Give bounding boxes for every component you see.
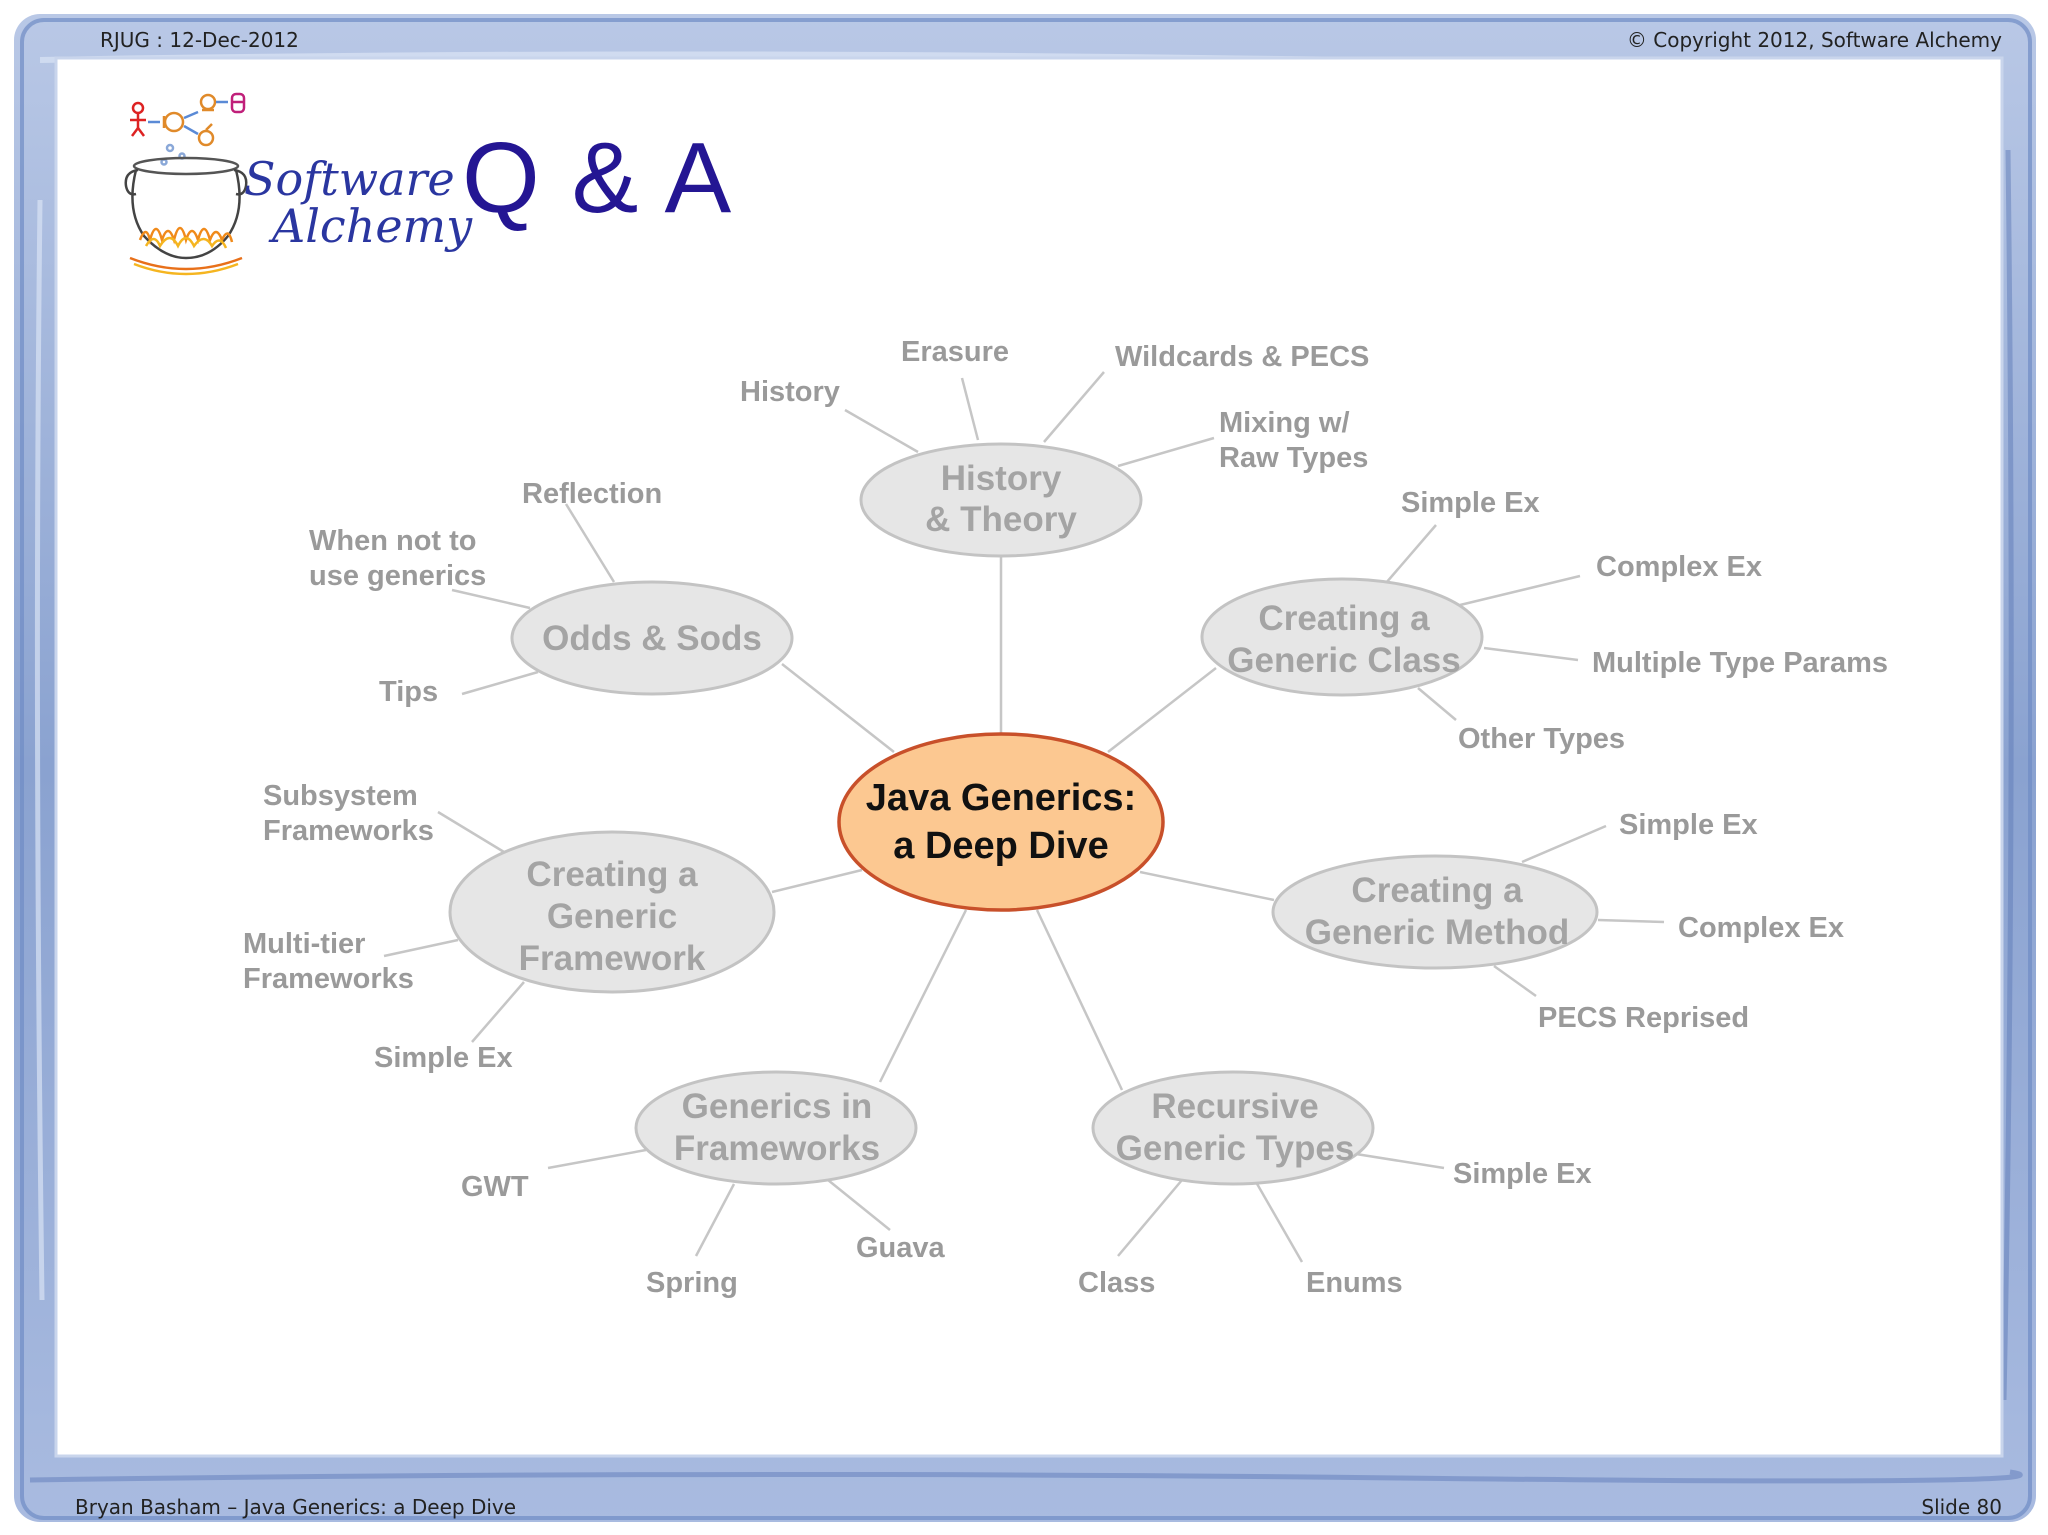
center-label-line1: Java Generics:: [866, 777, 1136, 819]
mind-map-hubs: [448, 442, 1599, 1186]
hub-odds-sods: [510, 580, 794, 696]
hub-creating-generic-framework: [448, 830, 776, 994]
header-copyright: © Copyright 2012, Software Alchemy: [1626, 28, 2002, 52]
hub-label-history-2: & Theory: [925, 500, 1077, 539]
center-node: [837, 732, 1165, 912]
leaf-subsystem-frameworks-2: Frameworks: [263, 815, 434, 847]
hub-label-frameworks-1: Generics in: [682, 1087, 873, 1126]
center-node-label: Java Generics: a Deep Dive: [866, 777, 1136, 867]
leaf-wildcards-pecs: Wildcards & PECS: [1115, 341, 1369, 373]
leaf-mixing-raw-1: Mixing w/: [1219, 407, 1350, 439]
hub-creating-generic-class: [1200, 577, 1484, 697]
header-event-date: RJUG : 12-Dec-2012: [100, 28, 299, 52]
leaf-method-pecs-reprised: PECS Reprised: [1538, 1002, 1749, 1034]
leaf-mixing-raw-2: Raw Types: [1219, 442, 1368, 474]
hub-history-theory: [859, 442, 1143, 558]
leaf-multi-tier-frameworks-1: Multi-tier: [243, 928, 365, 960]
hub-label-frameworks-2: Frameworks: [674, 1129, 880, 1168]
hub-label-framework-3: Framework: [519, 939, 706, 978]
leaf-frameworks-gwt: GWT: [461, 1171, 529, 1203]
center-label-line2: a Deep Dive: [893, 825, 1108, 867]
hub-label-method-2: Generic Method: [1305, 913, 1569, 952]
hub-recursive-generic-types: [1091, 1070, 1375, 1186]
leaf-class-other-types: Other Types: [1458, 723, 1625, 755]
leaf-when-not-to-use-2: use generics: [309, 560, 486, 592]
hub-labels: History & Theory Creating a Generic Clas…: [519, 459, 1570, 1168]
leaf-class-simple-ex: Simple Ex: [1401, 487, 1540, 519]
footer-slide-number: Slide 80: [1921, 1495, 2002, 1519]
hub-label-recursive-2: Generic Types: [1116, 1129, 1355, 1168]
leaf-method-simple-ex: Simple Ex: [1619, 809, 1758, 841]
hub-creating-generic-method: [1271, 854, 1599, 970]
hub-label-odds: Odds & Sods: [542, 619, 762, 658]
hub-label-method-1: Creating a: [1351, 871, 1523, 910]
hub-label-history-1: History: [941, 459, 1062, 498]
hub-generics-in-frameworks: [634, 1070, 918, 1186]
leaf-recursive-simple-ex: Simple Ex: [1453, 1158, 1592, 1190]
leaf-frameworks-spring: Spring: [646, 1267, 738, 1299]
hub-label-recursive-1: Recursive: [1151, 1087, 1318, 1126]
leaf-reflection: Reflection: [522, 478, 662, 510]
footer-presentation-title: Bryan Basham – Java Generics: a Deep Div…: [75, 1495, 517, 1519]
leaf-erasure: Erasure: [901, 336, 1009, 368]
leaf-labels: History Erasure Wildcards & PECS Mixing …: [243, 336, 1888, 1299]
hub-label-class-1: Creating a: [1258, 599, 1430, 638]
leaf-recursive-class: Class: [1078, 1267, 1155, 1299]
hub-label-framework-2: Generic: [547, 897, 677, 936]
leaf-frameworks-guava: Guava: [856, 1232, 946, 1264]
leaf-subsystem-frameworks-1: Subsystem: [263, 780, 418, 812]
leaf-when-not-to-use-1: When not to: [309, 525, 477, 557]
logo-text-alchemy: Alchemy: [272, 199, 473, 253]
leaf-method-complex-ex: Complex Ex: [1678, 912, 1844, 944]
leaf-tips: Tips: [379, 676, 438, 708]
mind-map-connectors: [383, 371, 1665, 1263]
leaf-class-multiple-type-params: Multiple Type Params: [1592, 647, 1888, 679]
cauldron-logo-icon: [124, 92, 248, 276]
hub-label-class-2: Generic Class: [1227, 641, 1460, 680]
slide-title: Q & A: [462, 122, 734, 234]
leaf-history: History: [740, 376, 840, 408]
leaf-recursive-enums: Enums: [1306, 1267, 1403, 1299]
leaf-multi-tier-frameworks-2: Frameworks: [243, 963, 414, 995]
logo-text-software: Software: [244, 152, 455, 206]
leaf-framework-simple-ex: Simple Ex: [374, 1042, 513, 1074]
hub-label-framework-1: Creating a: [526, 855, 698, 894]
leaf-class-complex-ex: Complex Ex: [1596, 551, 1762, 583]
